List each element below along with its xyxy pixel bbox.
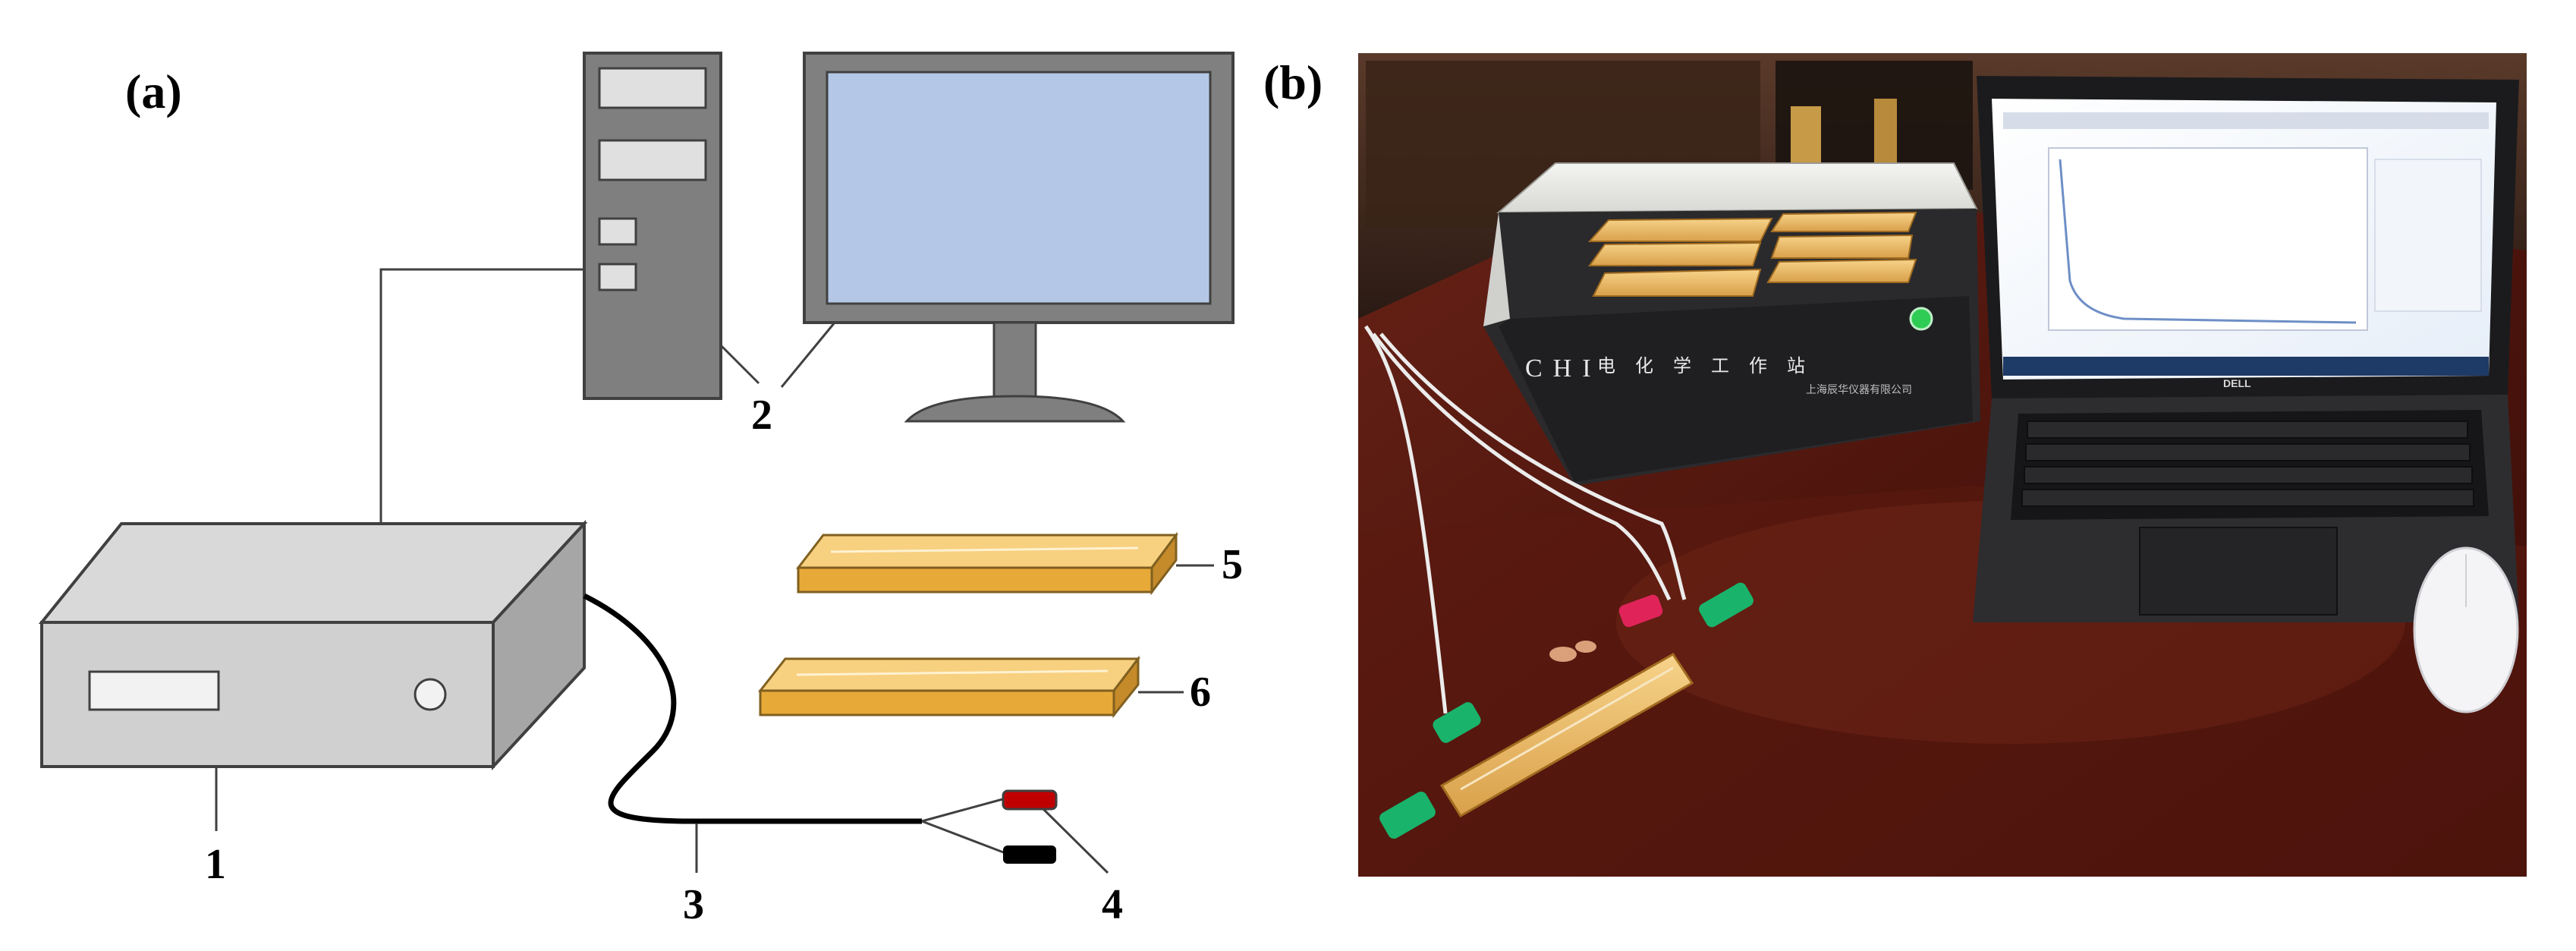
photo-clamped-wood bbox=[1439, 653, 1694, 818]
callout-5: 5 bbox=[1222, 541, 1243, 588]
cable-split-red bbox=[921, 797, 1006, 823]
photo-workstation-name: 电 化 学 工 作 站 bbox=[1597, 356, 1813, 376]
wood-specimen-5 bbox=[795, 531, 1178, 596]
callout-4: 4 bbox=[1102, 881, 1123, 928]
panel-a-label: (a) bbox=[125, 65, 182, 118]
data-cable bbox=[379, 268, 584, 525]
electrochemical-workstation bbox=[38, 519, 588, 771]
photo-green-clips bbox=[1379, 582, 1754, 839]
photo-wood-stack bbox=[1587, 211, 1917, 297]
computer-tower bbox=[583, 52, 722, 400]
photo-mouse bbox=[2413, 546, 2519, 713]
callout-3: 3 bbox=[683, 881, 704, 928]
black-clip bbox=[1003, 846, 1056, 864]
cable-split-black bbox=[921, 820, 1006, 855]
panel-b-label: (b) bbox=[1263, 55, 1323, 109]
photo-laptop: DELL bbox=[1973, 76, 2519, 622]
computer-monitor bbox=[803, 52, 1235, 423]
photo-wires bbox=[1363, 325, 1687, 714]
photo-workstation-maker: 上海辰华仪器有限公司 bbox=[1806, 383, 1912, 395]
photo-laptop-brand: DELL bbox=[2223, 377, 2251, 389]
callout-6: 6 bbox=[1190, 669, 1211, 716]
callout-2: 2 bbox=[751, 392, 772, 439]
panel-a-schematic: (a) bbox=[38, 52, 1243, 928]
wood-specimen-6 bbox=[757, 655, 1141, 719]
electrode-cable bbox=[583, 593, 922, 824]
leader-lines bbox=[215, 322, 1214, 874]
panel-b-photo: (b) CHI 电 化 学 工 作 站 上海辰华仪器有限公司 bbox=[1263, 53, 2527, 877]
callout-1: 1 bbox=[205, 841, 226, 888]
photo-red-clip bbox=[1618, 594, 1663, 628]
photo-workstation-logo: CHI bbox=[1525, 354, 1602, 383]
photo-workstation: CHI 电 化 学 工 作 站 上海辰华仪器有限公司 bbox=[1483, 162, 1980, 486]
red-clip bbox=[1002, 789, 1058, 811]
